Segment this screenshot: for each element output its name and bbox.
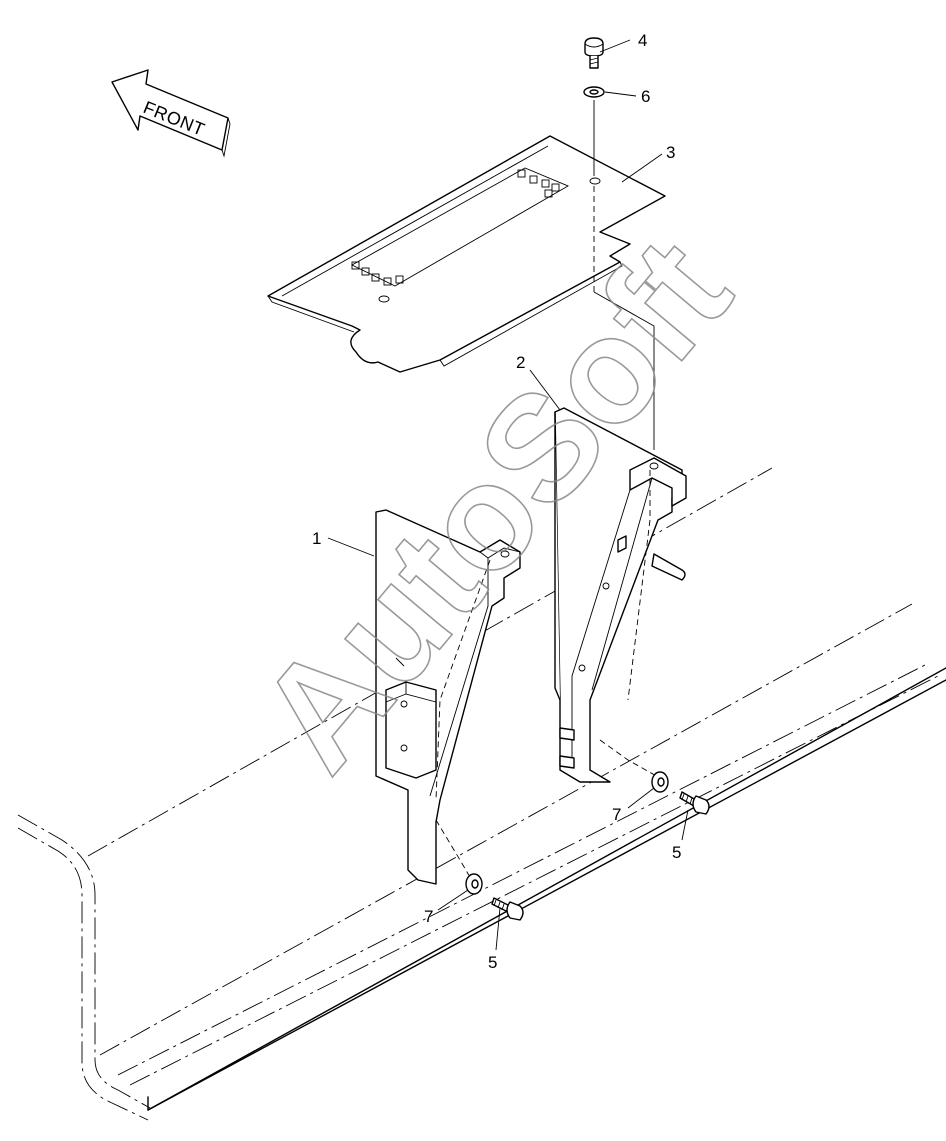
frame-outline xyxy=(17,467,946,1121)
cover-plate xyxy=(267,135,666,373)
top-bolt xyxy=(584,37,604,69)
callout-4: 4 xyxy=(638,31,647,50)
callout-5-right: 5 xyxy=(672,843,681,862)
callout-7-left: 7 xyxy=(424,907,433,926)
callout-7-right: 7 xyxy=(612,805,621,824)
bolt-left xyxy=(491,897,524,921)
callout-3: 3 xyxy=(666,143,675,162)
callout-2: 2 xyxy=(516,353,525,372)
washer-left xyxy=(465,873,483,895)
leader-lines xyxy=(327,39,689,951)
front-direction-arrow: FRONT xyxy=(111,69,231,158)
bolt-right xyxy=(679,791,710,815)
washer-right xyxy=(651,771,669,793)
right-bracket xyxy=(554,407,687,783)
callout-5-left: 5 xyxy=(488,953,497,972)
callout-labels: 4 6 3 2 1 7 5 7 5 xyxy=(312,31,681,972)
top-washer xyxy=(583,86,605,98)
left-bracket xyxy=(375,509,521,885)
cover-plate-window-marks xyxy=(351,169,560,286)
callout-1: 1 xyxy=(312,529,321,548)
callout-6: 6 xyxy=(641,87,650,106)
